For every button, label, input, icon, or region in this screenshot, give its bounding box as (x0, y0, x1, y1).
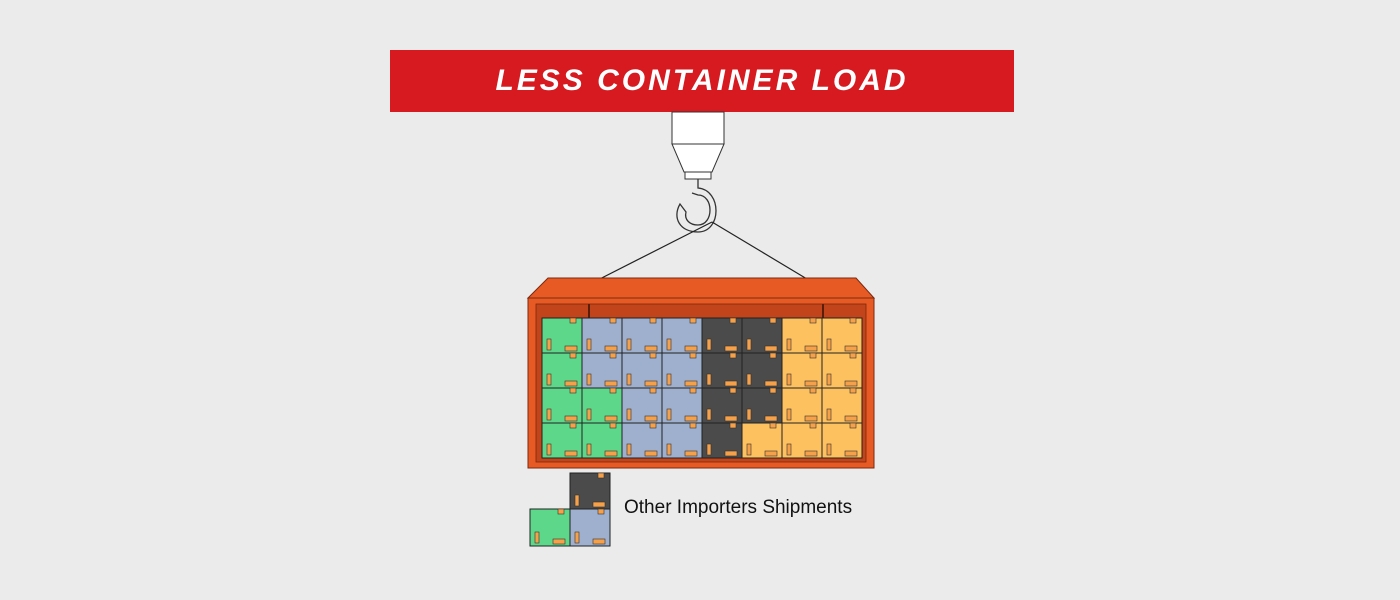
cargo-box (541, 387, 583, 424)
cargo-box (701, 317, 743, 354)
cargo-box (821, 422, 863, 459)
legend-label: Other Importers Shipments (624, 497, 853, 518)
cargo-box (661, 352, 703, 389)
cargo-box (821, 352, 863, 389)
cargo-boxes (541, 317, 863, 459)
cargo-box (581, 387, 623, 424)
cargo-box (581, 422, 623, 459)
cargo-box (781, 387, 823, 424)
cargo-box (621, 387, 663, 424)
legend-box (569, 508, 611, 547)
cargo-box (581, 317, 623, 354)
cargo-box (541, 422, 583, 459)
cargo-box (621, 422, 663, 459)
cargo-box (781, 352, 823, 389)
legend-swatch (529, 472, 611, 547)
cargo-box (741, 352, 783, 389)
cargo-box (541, 317, 583, 354)
legend-box (529, 508, 571, 547)
cargo-box (741, 422, 783, 459)
cargo-box (741, 387, 783, 424)
title-banner-background (390, 50, 1014, 112)
cargo-box (821, 317, 863, 354)
title-banner: LESS CONTAINER LOAD (390, 50, 1014, 112)
cargo-box (781, 422, 823, 459)
legend-box (569, 472, 611, 510)
cargo-box (741, 317, 783, 354)
shipping-container (526, 277, 876, 469)
cargo-box (621, 352, 663, 389)
cargo-box (701, 387, 743, 424)
cargo-box (541, 352, 583, 389)
cargo-box (661, 422, 703, 459)
crane-hook-icon (581, 111, 823, 289)
cargo-box (621, 317, 663, 354)
cargo-box (661, 387, 703, 424)
cargo-box (701, 422, 743, 459)
cargo-box (821, 387, 863, 424)
cargo-box (781, 317, 823, 354)
cargo-box (661, 317, 703, 354)
page-title: LESS CONTAINER LOAD (495, 64, 909, 97)
container-roof (526, 277, 876, 299)
cargo-box (581, 352, 623, 389)
cargo-box (701, 352, 743, 389)
